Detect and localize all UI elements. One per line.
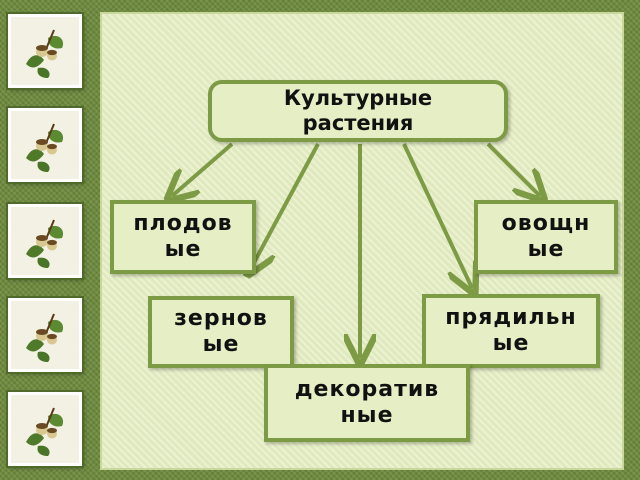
node-decorative: декоратив ные <box>264 364 470 442</box>
node-label: овощн ые <box>501 210 591 262</box>
root-label: Культурные растения <box>283 85 433 135</box>
acorn-leaf-icon <box>8 392 82 466</box>
arrow-to-fiber <box>402 143 472 288</box>
node-fruit: плодов ые <box>110 200 256 274</box>
acorn-leaf-icon <box>8 298 82 372</box>
arrow-to-vegetables <box>486 142 540 196</box>
node-label: плодов ые <box>133 210 233 262</box>
acorn-leaf-icon <box>8 204 82 278</box>
acorn-leaf-icon <box>8 14 82 88</box>
node-label: декоратив ные <box>294 376 440 428</box>
node-vegetables: овощн ые <box>474 200 618 274</box>
acorn-leaf-icon <box>8 108 82 182</box>
node-label: зернов ые <box>174 305 268 357</box>
arrow-to-fruit <box>172 142 234 196</box>
node-label: прядильн ые <box>445 304 577 356</box>
node-grain: зернов ые <box>148 296 294 368</box>
node-fiber: прядильн ые <box>422 294 600 368</box>
arrow-to-grain <box>250 143 320 270</box>
root-node: Культурные растения <box>208 80 508 142</box>
